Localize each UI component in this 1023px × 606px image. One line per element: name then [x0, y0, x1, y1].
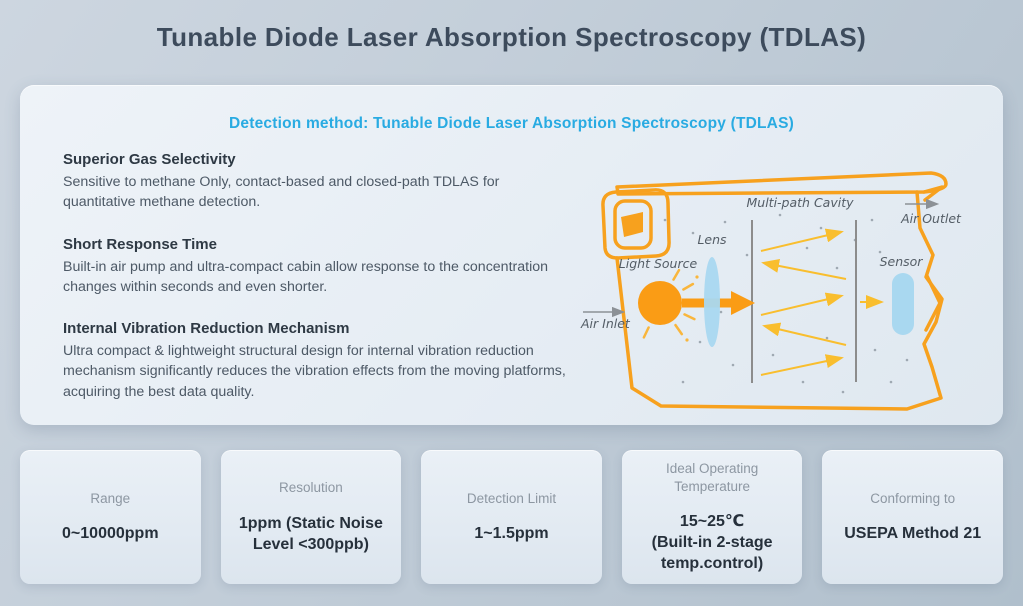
- spec-card-detection-limit: Detection Limit 1~1.5ppm: [421, 450, 602, 585]
- feature-response-time: Short Response Time Built-in air pump an…: [63, 236, 568, 298]
- feature-list: Superior Gas Selectivity Sensitive to me…: [63, 151, 568, 425]
- device-module-core: [621, 212, 643, 237]
- label-air-outlet: Air Outlet: [900, 211, 962, 226]
- gas-particle-dots: [663, 213, 909, 394]
- spec-value: 15~25℃ (Built-in 2-stage temp.control): [651, 513, 773, 573]
- label-sensor: Sensor: [880, 254, 924, 269]
- light-source: [638, 268, 699, 342]
- device-module-outer: [601, 188, 671, 260]
- page-title: Tunable Diode Laser Absorption Spectrosc…: [156, 22, 867, 52]
- spec-label: Detection Limit: [466, 490, 557, 506]
- spec-label: Range: [90, 490, 131, 506]
- tdlas-schematic-diagram: Multi-path Cavity Air Outlet Lens Light …: [575, 160, 1003, 425]
- device-side-flap: [924, 274, 942, 332]
- spec-label: Ideal Operating Temperature: [665, 461, 759, 494]
- spec-card-resolution: Resolution 1ppm (Static Noise Level <300…: [220, 450, 402, 585]
- device-handle: [615, 171, 948, 196]
- multipath-beam-arrows: [760, 228, 884, 376]
- spec-value: 1~1.5ppm: [474, 525, 549, 543]
- lens-shape: [704, 257, 720, 347]
- spec-card-operating-temperature: Ideal Operating Temperature 15~25℃ (Buil…: [621, 450, 803, 585]
- feature-body: Ultra compact & lightweight structural d…: [63, 343, 566, 400]
- spec-label: Resolution: [278, 480, 343, 496]
- device-outline: [601, 171, 948, 411]
- feature-title: Short Response Time: [63, 235, 217, 253]
- device-module-inner: [613, 199, 653, 250]
- detection-method-panel: Detection method: Tunable Diode Laser Ab…: [20, 85, 1003, 425]
- spec-label: Conforming to: [870, 490, 956, 506]
- spec-card-conforming-to: Conforming to USEPA Method 21: [822, 450, 1003, 585]
- light-rays: [642, 268, 696, 339]
- spec-card-range: Range 0~10000ppm: [20, 450, 201, 585]
- spec-value: 1ppm (Static Noise Level <300ppb): [238, 514, 383, 553]
- feature-body: Sensitive to methane Only, contact-based…: [63, 174, 500, 211]
- tdlas-schematic-svg: Multi-path Cavity Air Outlet Lens Light …: [580, 171, 962, 411]
- label-multi-path-cavity: Multi-path Cavity: [746, 195, 854, 210]
- feature-body: Built-in air pump and ultra-compact cabi…: [63, 258, 549, 295]
- spec-value: USEPA Method 21: [844, 525, 982, 543]
- device-body: [615, 190, 944, 411]
- label-light-source: Light Source: [619, 256, 698, 271]
- label-lens: Lens: [697, 232, 727, 247]
- feature-title: Internal Vibration Reduction Mechanism: [63, 320, 350, 338]
- spec-card-row: Range 0~10000ppm Resolution 1ppm (Static…: [20, 450, 1003, 585]
- spec-value: 0~10000ppm: [62, 525, 159, 543]
- handle-fold: [922, 185, 944, 202]
- feature-title: Superior Gas Selectivity: [63, 151, 236, 168]
- light-source-circle: [638, 281, 682, 325]
- detection-method-heading: Detection method: Tunable Diode Laser Ab…: [229, 115, 794, 132]
- sensor-shape: [892, 273, 914, 335]
- feature-vibration-reduction: Internal Vibration Reduction Mechanism U…: [63, 320, 568, 402]
- feature-gas-selectivity: Superior Gas Selectivity Sensitive to me…: [63, 151, 568, 213]
- label-air-inlet: Air Inlet: [580, 316, 631, 331]
